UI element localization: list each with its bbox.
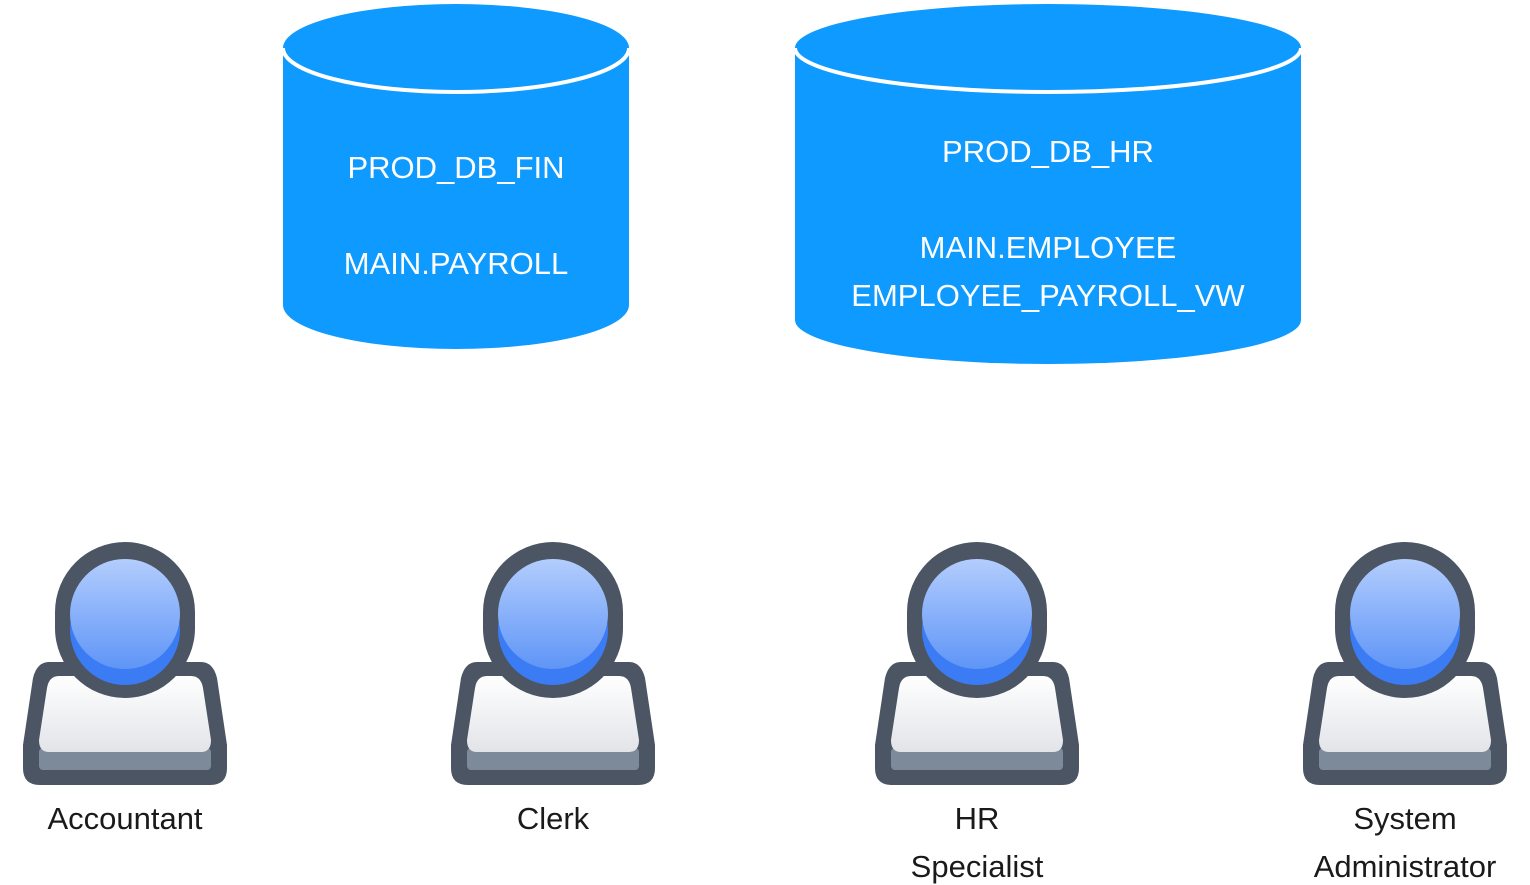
user-icon [23,542,227,785]
user-icon [1303,542,1507,785]
user-label: HR [955,801,1000,836]
user-list: Accountant Clerk HR Specialist SystemAdminis… [23,542,1507,884]
user-label: System [1353,801,1456,836]
database-prod-db-hr: PROD_DB_HR MAIN.EMPLOYEE EMPLOYEE_PAYROL… [793,4,1303,364]
database-name: PROD_DB_FIN [347,150,564,185]
database-rim [281,47,631,94]
user-1: Clerk [451,542,655,836]
user-2: HR Specialist [875,542,1079,884]
user-label: Clerk [517,801,590,836]
user-label: Specialist [911,849,1044,884]
database-object: MAIN.EMPLOYEE [920,230,1177,265]
user-label: Administrator [1314,849,1497,884]
database-rim [793,47,1303,94]
user-0: Accountant [23,542,227,836]
database-object: EMPLOYEE_PAYROLL_VW [851,278,1245,313]
database-top [795,4,1301,92]
database-top [283,4,629,92]
database-name: PROD_DB_HR [942,134,1154,169]
user-label: Accountant [47,801,202,836]
database-object: MAIN.PAYROLL [344,246,569,281]
user-icon [875,542,1079,785]
database-cylinder-icon [795,48,1301,364]
database-cylinder-icon [283,48,629,349]
user-icon [451,542,655,785]
database-prod-db-fin: PROD_DB_FIN MAIN.PAYROLL [281,4,631,349]
